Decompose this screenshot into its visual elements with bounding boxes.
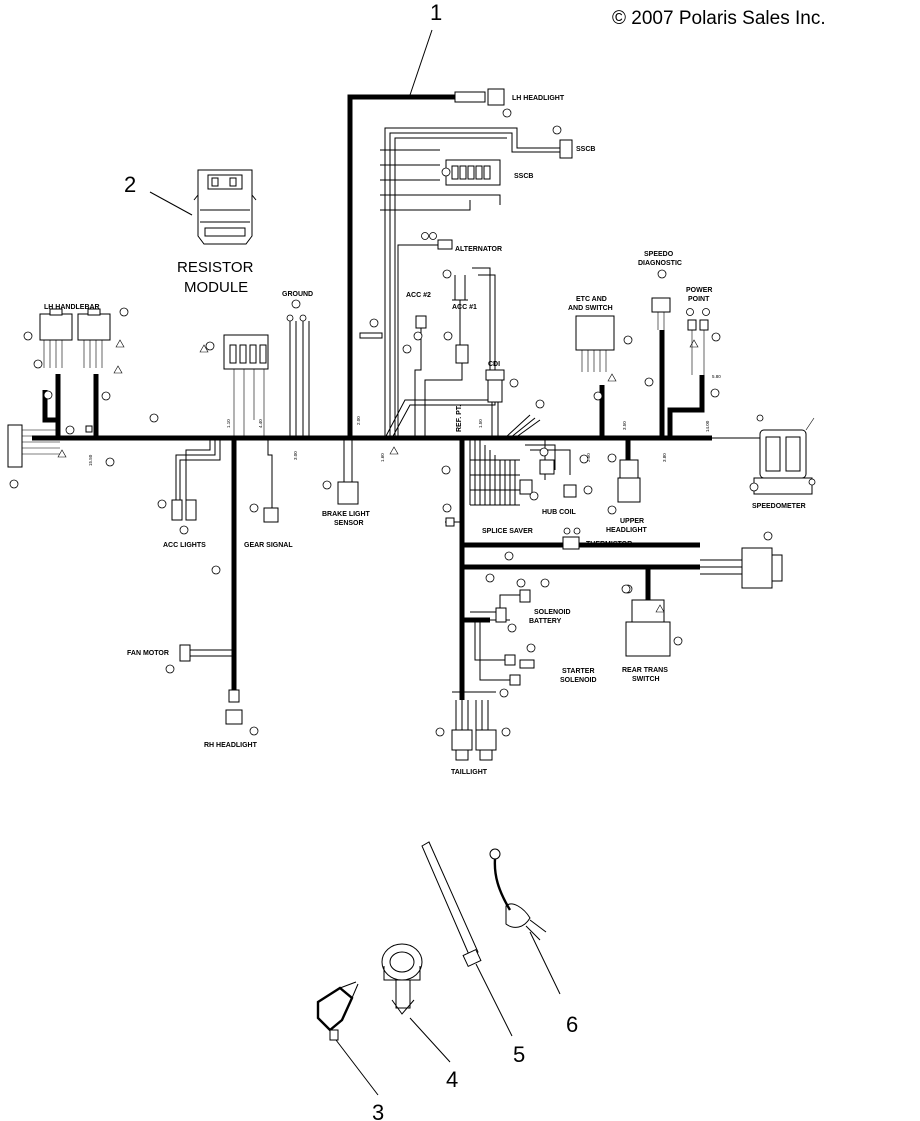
acc-lights-label: ACC LIGHTS [163,542,206,549]
part-6-ground-cable: 6 [489,848,578,1037]
etc-switch-connector: ETC AND AND SWITCH [568,296,633,401]
starter-solenoid-label-2: SOLENOID [560,677,597,684]
splice-saver-cluster: SPLICE SAVER HUB COIL [469,414,593,535]
resistor-module-drawing [193,169,257,245]
upper-headlight-connector: UPPER HEADLIGHT [606,453,648,534]
solenoid-label-2: BATTERY [529,618,562,625]
splice-leads [442,503,462,527]
etc-label-1: ETC AND [576,296,607,303]
gear-signal-label: GEAR SIGNAL [244,542,293,549]
speedometer-label: SPEEDOMETER [752,503,806,510]
thermistor-label: THERMISTOR [586,541,632,548]
part-5-cable-tie: 5 [421,841,525,1067]
measure-1-50: 1.50 [478,419,483,428]
callout-6: 6 [566,1012,578,1037]
speedo-diag-label-1: SPEEDO [644,251,674,258]
brake-light-sensor: BRAKE LIGHT SENSOR [322,438,371,527]
lh-handlebar-connector: LH HANDLEBAR [23,304,129,401]
ground-connector: GROUND [282,291,313,438]
taillight-label: TAILLIGHT [451,769,488,776]
fan-motor-label: FAN MOTOR [127,650,169,657]
brake-light-label-1: BRAKE LIGHT [322,511,371,518]
starter-solenoid-label-1: STARTER [562,668,595,675]
callout-2-leader [149,191,193,216]
measure-2-00: 2.00 [356,416,361,425]
sscb-wiring: SSCB SSCB [380,125,595,438]
measure-2-50: 2.50 [586,453,591,462]
speedo-diag-label-2: DIAGNOSTIC [638,260,682,267]
sscb-label-2: SSCB [514,173,533,180]
left-edge-connector [7,413,159,489]
speedo-diagnostic-connector: SPEEDO DIAGNOSTIC [638,251,682,387]
accessory-connectors: ACC #2 ACC #1 [359,267,496,439]
callout-2: 2 [124,172,136,197]
cdi-label: CDI [488,361,500,368]
power-point-connector: POWER POINT [686,287,721,398]
callout-3: 3 [372,1100,384,1121]
resistor-module-line2: MODULE [184,279,248,296]
measure-1-10: 1.10 [226,419,231,428]
thermistor-connector: THERMISTOR [504,527,632,561]
measure-5-80: 5.80 [712,374,721,379]
brake-light-label-2: SENSOR [334,520,364,527]
measure-15-50: 15.50 [88,454,93,466]
rh-headlight-label: RH HEADLIGHT [204,742,258,749]
lh-handlebar-label: LH HANDLEBAR [44,304,100,311]
alternator-label: ALTERNATOR [455,246,502,253]
hub-coil-label: HUB COIL [542,509,577,516]
rh-headlight-connector: RH HEADLIGHT [204,689,259,749]
upper-headlight-label-2: HEADLIGHT [606,527,648,534]
callout-4: 4 [446,1067,458,1092]
part-3-clip: 3 [316,981,384,1121]
solenoid-label-1: SOLENOID [534,609,571,616]
upper-headlight-label-1: UPPER [620,518,644,525]
measure-3-50: 3.50 [622,421,627,430]
alternator-connector: ALTERNATOR [397,232,502,438]
measure-1-60: 1.60 [380,453,385,462]
rear-trans-label-1: REAR TRANS [622,667,668,674]
part-4-push-clip: 4 [381,943,458,1092]
acc1-label: ACC #1 [452,304,477,311]
rear-trans-label-2: SWITCH [632,676,660,683]
ground-label: GROUND [282,291,313,298]
callout-5: 5 [513,1042,525,1067]
warning-triangle [389,446,399,455]
main-trunk [32,94,762,700]
resistor-module-line1: RESISTOR [177,259,254,276]
callout-1: 1 [430,0,442,25]
sscb-label-1: SSCB [576,146,595,153]
measure-4-40: 4.40 [258,419,263,428]
fan-motor-connector: FAN MOTOR [127,565,234,674]
trunk-markers [441,454,631,594]
ref-pt-label: REF. PT. [456,405,463,432]
measure-3-80: 3.80 [662,453,667,462]
speedometer-unit: SPEEDOMETER [749,414,816,510]
acc2-label: ACC #2 [406,292,431,299]
cdi-connector: CDI [485,361,545,438]
measure-14-00: 14.00 [705,420,710,432]
gear-signal-connector: GEAR SIGNAL [244,438,293,549]
splice-saver-label: SPLICE SAVER [482,528,533,535]
taillight-connector: TAILLIGHT [435,691,511,776]
lh-headlight-label: LH HEADLIGHT [512,95,565,102]
measure-3-00: 3.00 [293,451,298,460]
regulator-connector [199,334,269,438]
solenoid-connectors: SOLENOID BATTERY STARTER SOLENOID [470,578,597,698]
lh-headlight-connector: LH HEADLIGHT [454,88,565,118]
power-point-label-1: POWER [686,287,712,294]
etc-label-2: AND SWITCH [568,305,613,312]
rear-harness-connector [485,531,783,589]
callout-1-leader [409,29,433,96]
rear-trans-switch: REAR TRANS SWITCH [622,584,683,683]
power-point-label-2: POINT [688,296,710,303]
acc-lights-connector: ACC LIGHTS [157,438,221,549]
copyright-notice: © 2007 Polaris Sales Inc. [612,8,826,29]
